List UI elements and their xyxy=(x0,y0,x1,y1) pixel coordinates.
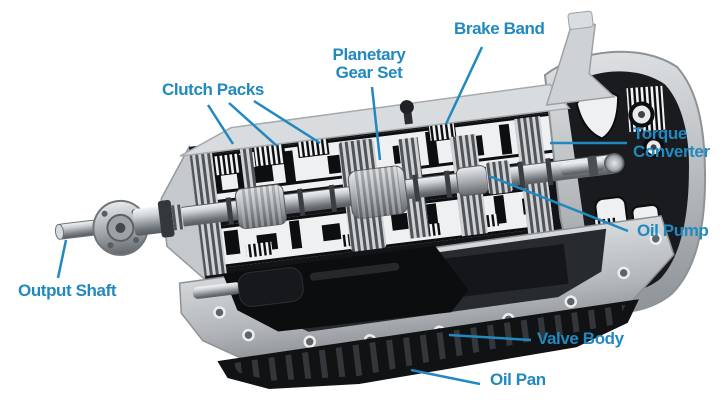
label-oil-pump: Oil Pump xyxy=(637,221,709,240)
input-shaft-knob xyxy=(603,152,625,174)
top-knob xyxy=(399,100,414,125)
underbelly-components xyxy=(192,245,469,332)
label-brake-band: Brake Band xyxy=(454,19,545,38)
label-valve-body: Valve Body xyxy=(537,329,624,348)
output-shaft-shape xyxy=(54,199,185,256)
label-planetary-gear-set: Planetary Gear Set xyxy=(332,45,406,82)
label-output-shaft: Output Shaft xyxy=(18,281,117,300)
label-torque-converter: Torque Converter xyxy=(633,124,710,161)
oil-pump-drive-gear xyxy=(485,160,513,195)
oil-pan-shape xyxy=(217,299,639,389)
clutch-pack-stripes xyxy=(207,119,457,178)
label-oil-pan: Oil Pan xyxy=(490,370,546,389)
label-clutch-packs: Clutch Packs xyxy=(162,80,264,99)
mount-arm xyxy=(545,10,616,106)
